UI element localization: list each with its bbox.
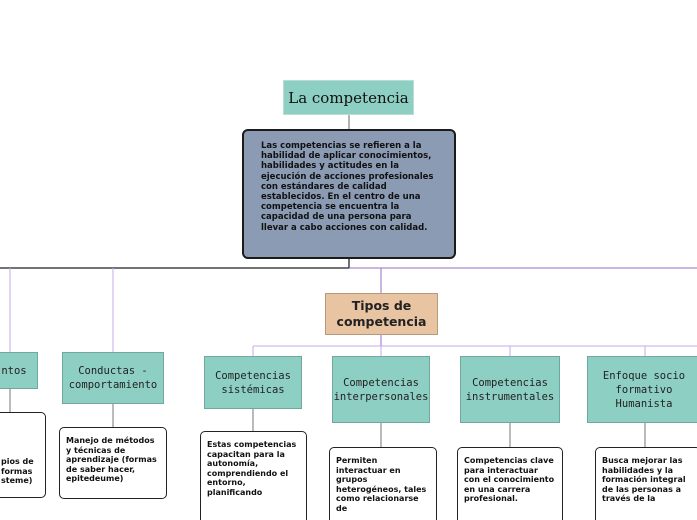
category-enfoque[interactable]: Enfoque socio formativo Humanista (587, 356, 697, 423)
category-instrumentales-label: Competencias instrumentales (465, 376, 555, 403)
description-box[interactable]: Las competencias se refieren a la habili… (242, 129, 456, 259)
root-topic[interactable]: La competencia (283, 80, 414, 115)
card-instrumentales-text: Competencias clave para interactuar con … (464, 456, 555, 504)
tipos-topic[interactable]: Tipos de competencia (325, 293, 438, 335)
card-conductas[interactable]: Manejo de métodos y técnicas de aprendiz… (59, 427, 167, 499)
card-enfoque[interactable]: Busca mejorar las habilidades y la forma… (595, 447, 697, 520)
description-text: Las competencias se refieren a la habili… (261, 141, 434, 233)
category-interpersonales-label: Competencias interpersonales (333, 376, 429, 403)
category-sistemicas[interactable]: Competencias sistémicas (204, 356, 302, 409)
card-sistemicas-text: Estas competencias capacitan para la aut… (207, 440, 297, 497)
card-ntos[interactable]: pios de formas steme) (0, 412, 46, 498)
card-sistemicas[interactable]: Estas competencias capacitan para la aut… (200, 431, 307, 520)
category-enfoque-label: Enfoque socio formativo Humanista (602, 369, 686, 410)
category-conductas[interactable]: Conductas - comportamiento (62, 352, 164, 404)
card-interpersonales[interactable]: Permiten interactuar en grupos heterogén… (329, 447, 437, 520)
card-enfoque-text: Busca mejorar las habilidades y la forma… (602, 456, 686, 504)
category-conductas-label: Conductas - comportamiento (68, 365, 158, 391)
card-ntos-text: pios de formas steme) (1, 457, 34, 486)
category-interpersonales[interactable]: Competencias interpersonales (332, 356, 430, 423)
category-sistemicas-label: Competencias sistémicas (215, 369, 291, 396)
card-instrumentales[interactable]: Competencias clave para interactuar con … (457, 447, 563, 520)
category-ntos-label: ntos (1, 364, 27, 377)
root-title: La competencia (288, 88, 409, 107)
tipos-label: Tipos de competencia (336, 298, 427, 329)
category-ntos[interactable]: ntos (0, 352, 38, 389)
category-instrumentales[interactable]: Competencias instrumentales (460, 356, 560, 423)
card-conductas-text: Manejo de métodos y técnicas de aprendiz… (66, 436, 157, 484)
card-interpersonales-text: Permiten interactuar en grupos heterogén… (336, 456, 427, 513)
